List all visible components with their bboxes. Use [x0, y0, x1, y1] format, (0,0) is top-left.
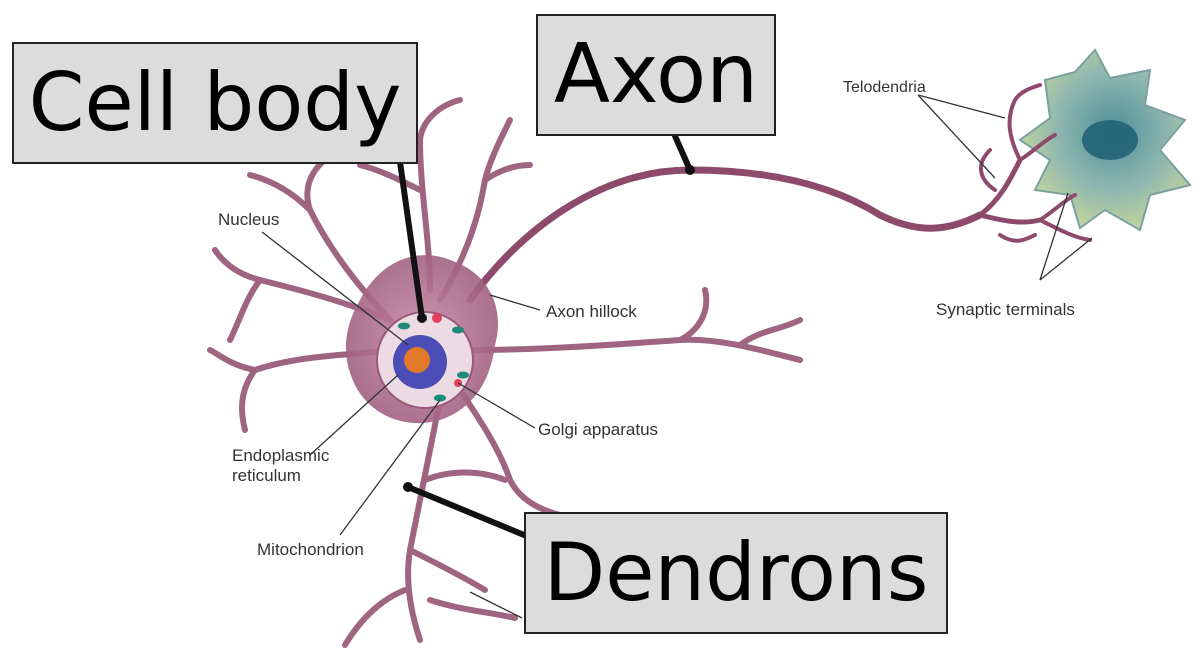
mitochondrion-label: Mitochondrion: [257, 540, 364, 560]
telodendria-label: Telodendria: [843, 78, 926, 97]
axon-pointer-dot: [685, 165, 695, 175]
soma: [346, 255, 498, 423]
golgi-apparatus-label: Golgi apparatus: [538, 420, 658, 440]
endoplasmic-reticulum-label-line2: reticulum: [232, 466, 329, 486]
synaptic-terminals-label: Synaptic terminals: [936, 300, 1075, 320]
axon-label: Axon: [536, 14, 776, 136]
endoplasmic-reticulum-label-line1: Endoplasmic: [232, 446, 329, 466]
cell-body-pointer-dot: [417, 313, 427, 323]
nucleus-label: Nucleus: [218, 210, 279, 230]
dendrons-label: Dendrons: [524, 512, 948, 634]
axon-hillock-label: Axon hillock: [546, 302, 637, 322]
endoplasmic-reticulum-label: Endoplasmic reticulum: [232, 446, 329, 487]
dendrons-pointer-dot: [403, 482, 413, 492]
cell-body-label: Cell body: [12, 42, 418, 164]
